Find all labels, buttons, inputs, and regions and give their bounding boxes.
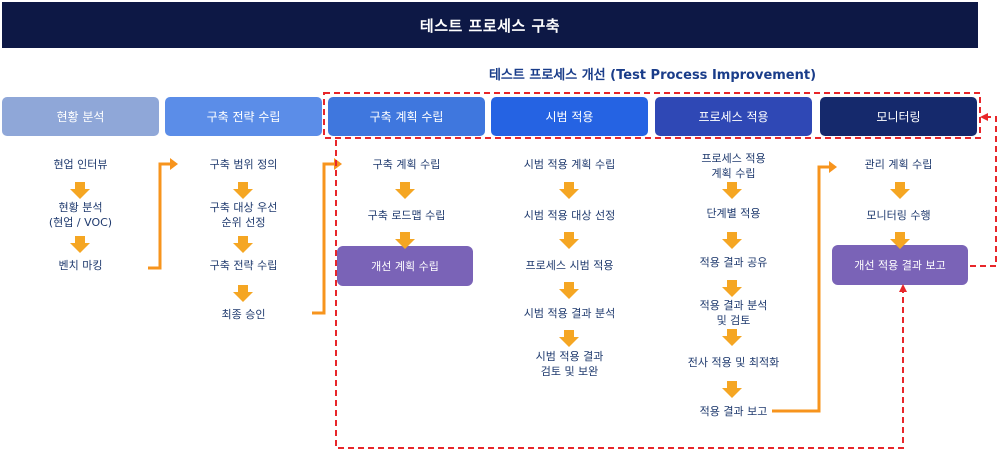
- connector-arrowhead-icon: [829, 161, 837, 173]
- down-arrow-icon: [233, 285, 253, 302]
- step-priority-selection: 구축 대상 우선 순위 선정: [209, 201, 278, 229]
- down-arrow-icon: [559, 330, 579, 347]
- step-management-plan: 관리 계획 수립: [864, 158, 933, 171]
- down-arrow-icon: [890, 182, 910, 199]
- column-connector: [772, 165, 829, 413]
- down-arrow-icon: [70, 182, 90, 199]
- step-pilot-analysis: 시범 적용 결과 분석: [523, 307, 616, 320]
- down-arrow-icon: [559, 282, 579, 299]
- phase-build-strategy: 구축 전략 수립: [165, 97, 322, 136]
- step-phased-apply: 단계별 적용: [706, 207, 761, 220]
- connector-arrowhead-icon: [170, 158, 178, 170]
- step-current-analysis: 현황 분석 (현업 / VOC): [48, 201, 113, 229]
- step-report-results: 적용 결과 보고: [699, 405, 768, 418]
- red-dashed-loop: [323, 92, 997, 449]
- step-monitoring: 모니터링 수행: [866, 209, 931, 222]
- step-pilot-plan: 시범 적용 계획 수립: [523, 158, 616, 171]
- down-arrow-icon: [233, 236, 253, 253]
- step-enterprise-optimize: 전사 적용 및 최적화: [687, 356, 780, 369]
- step-pilot-review: 시범 적용 결과 검토 및 보완: [535, 350, 604, 378]
- down-arrow-icon: [395, 232, 415, 249]
- down-arrow-icon: [722, 232, 742, 249]
- step-pilot-apply: 프로세스 시범 적용: [525, 259, 614, 272]
- phase-monitoring: 모니터링: [820, 97, 977, 136]
- down-arrow-icon: [722, 381, 742, 398]
- step-roadmap: 구축 로드맵 수립: [367, 209, 446, 222]
- down-arrow-icon: [890, 232, 910, 249]
- step-final-approval: 최종 승인: [221, 308, 266, 321]
- step-apply-plan: 프로세스 적용 계획 수립: [701, 152, 766, 180]
- step-scope-definition: 구축 범위 정의: [209, 158, 278, 171]
- column-connector: [148, 162, 170, 270]
- feedback-loop-path: [335, 140, 907, 449]
- improvement-title: 테스트 프로세스 개선 (Test Process Improvement): [488, 68, 817, 83]
- phase-build-plan: 구축 계획 수립: [328, 97, 485, 136]
- phase-current-analysis: 현황 분석: [2, 97, 159, 136]
- step-analyze-results: 적용 결과 분석 및 검토: [699, 299, 768, 327]
- orange-connectors: [148, 158, 837, 413]
- step-benchmarking: 벤치 마킹: [58, 259, 103, 272]
- down-arrow-icon: [722, 182, 742, 199]
- step-interview: 현업 인터뷰: [53, 158, 108, 171]
- page-title: 테스트 프로세스 구축: [2, 2, 978, 48]
- down-arrow-icon: [70, 236, 90, 253]
- down-arrows: [70, 182, 910, 398]
- phase-pilot: 시범 적용: [491, 97, 648, 136]
- column-connector: [312, 162, 334, 315]
- improvement-plan-box: 개선 계획 수립: [337, 246, 473, 286]
- step-strategy: 구축 전략 수립: [209, 259, 278, 272]
- step-build-plan: 구축 계획 수립: [372, 158, 441, 171]
- down-arrow-icon: [233, 182, 253, 199]
- down-arrow-icon: [722, 280, 742, 297]
- down-arrow-icon: [559, 182, 579, 199]
- step-pilot-target: 시범 적용 대상 선정: [523, 209, 616, 222]
- improvement-boundary: [323, 92, 981, 139]
- improvement-report-box: 개선 적용 결과 보고: [832, 245, 968, 285]
- down-arrow-icon: [395, 182, 415, 199]
- report-return-path: [970, 113, 997, 267]
- phase-process-apply: 프로세스 적용: [655, 97, 812, 136]
- down-arrow-icon: [722, 329, 742, 346]
- step-share-results: 적용 결과 공유: [699, 256, 768, 269]
- down-arrow-icon: [559, 232, 579, 249]
